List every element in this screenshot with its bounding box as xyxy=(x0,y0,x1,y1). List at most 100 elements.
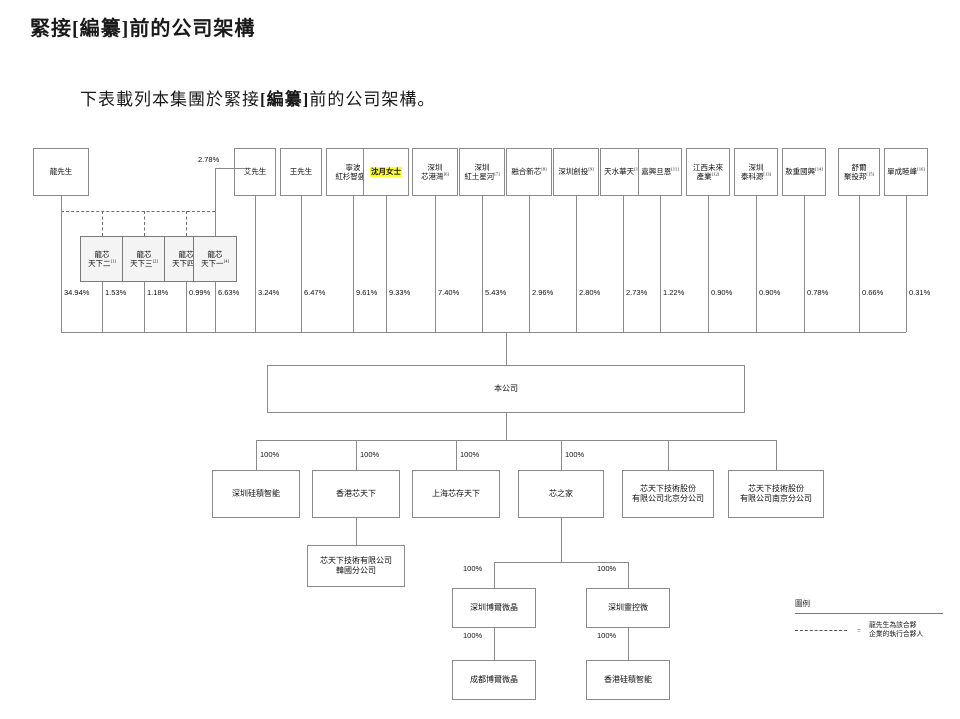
entity-label: 深圳創投[9] xyxy=(558,166,594,177)
percentage-u1: 100% xyxy=(463,631,483,640)
footnote-marker: [1] xyxy=(110,258,116,264)
entity-label: 天水華天[10] xyxy=(604,167,642,176)
footnote-marker: [11] xyxy=(671,166,679,172)
percentage-sh16: 0.31% xyxy=(909,288,931,297)
connector-sub-drop-3 xyxy=(561,440,562,470)
percentage-sh6: 7.40% xyxy=(438,288,460,297)
connector-ai-elbow-v xyxy=(215,168,216,236)
footnote-marker: [14] xyxy=(815,166,823,172)
subsidiary-box-t2[interactable]: 深圳靈控微 xyxy=(586,588,670,628)
percentage-sh2: 3.24% xyxy=(258,288,280,297)
percentage-sh11: 1.22% xyxy=(663,288,685,297)
shareholder-box-sh13[interactable]: 深圳泰科源[13] xyxy=(734,148,778,196)
shareholder-box-sh9[interactable]: 深圳創投[9] xyxy=(553,148,599,196)
entity-label: 單成睦峰[16] xyxy=(887,166,925,177)
subsidiary-box-s2[interactable]: 香港芯天下 xyxy=(312,470,400,518)
page-title: 緊接[編纂]前的公司架構 xyxy=(30,18,256,40)
connector-hk-to-korea xyxy=(356,518,357,545)
connector-shareholder-down-8 xyxy=(576,196,577,332)
branch-box-b1[interactable]: 芯天下技術有限公司韓國分公司 xyxy=(307,545,405,587)
footnote-marker: [12] xyxy=(711,171,720,177)
shareholder-box-sh3[interactable]: 王先生 xyxy=(280,148,322,196)
subsidiary-box-s4[interactable]: 芯之家 xyxy=(518,470,604,518)
subsidiary-box-s6[interactable]: 芯天下技術股份有限公司南京分公司 xyxy=(728,470,824,518)
connector-shareholder-down-1 xyxy=(255,196,256,332)
entity-label: 深圳芯港灣[6] xyxy=(421,162,449,181)
partnership-box-p2[interactable]: 龍芯天下二[1] xyxy=(80,236,124,282)
connector-sub-drop-1 xyxy=(356,440,357,470)
footnote-marker: [8] xyxy=(541,166,547,172)
percentage-s1: 100% xyxy=(260,450,280,459)
connector-shareholder-down-2 xyxy=(301,196,302,332)
legend-description: 龍先生為該合夥企業的執行合夥人 xyxy=(868,622,924,638)
subsidiary-box-u1[interactable]: 成都博爾微晶 xyxy=(452,660,536,700)
percentage-u2: 100% xyxy=(597,631,617,640)
connector-ai-elbow-top xyxy=(234,168,245,169)
percentage-sh12: 0.90% xyxy=(711,288,733,297)
footnote-marker: [7] xyxy=(494,171,500,177)
legend-equals: = xyxy=(857,626,861,635)
entity-label: 融合新芯[8] xyxy=(511,166,547,177)
entity-label: 本公司 xyxy=(494,384,518,393)
shareholder-box-sh7[interactable]: 深圳紅土星河[7] xyxy=(459,148,505,196)
percentage-p2: 1.53% xyxy=(105,288,127,297)
legend-divider xyxy=(795,613,943,614)
percentage-s2: 100% xyxy=(360,450,380,459)
subsidiary-box-s5[interactable]: 芯天下技術股份有限公司北京分公司 xyxy=(622,470,714,518)
shareholder-box-sh14[interactable]: 敖重國興[14] xyxy=(782,148,826,196)
entity-label: 成都博爾微晶 xyxy=(470,675,518,684)
shareholder-box-sh8[interactable]: 融合新芯[8] xyxy=(506,148,552,196)
subsidiary-box-s3[interactable]: 上海芯存天下 xyxy=(412,470,500,518)
legend-row: = 龍先生為該合夥企業的執行合夥人 xyxy=(795,622,945,640)
footnote-marker: [15] xyxy=(866,171,875,177)
connector-subsidiary-bus xyxy=(256,440,776,441)
shareholder-box-sh6[interactable]: 深圳芯港灣[6] xyxy=(412,148,458,196)
shareholder-box-sh16[interactable]: 單成睦峰[16] xyxy=(884,148,928,196)
percentage-sh8: 2.96% xyxy=(532,288,554,297)
shareholder-box-sh5[interactable]: 沈月女士 xyxy=(363,148,409,196)
entity-label: 龍芯天下三[2] xyxy=(130,249,158,268)
percentage-sh9: 2.80% xyxy=(579,288,601,297)
shareholder-box-sh1[interactable]: 龍先生 xyxy=(33,148,89,196)
percentage-sh13: 0.90% xyxy=(759,288,781,297)
footnote-marker: [4] xyxy=(223,258,229,264)
dashed-line-icon xyxy=(795,630,847,632)
partnership-box-p1[interactable]: 龍芯天下一[4] xyxy=(193,236,237,282)
percentage-s4: 100% xyxy=(565,450,585,459)
entity-label: 上海芯存天下 xyxy=(432,489,480,498)
connector-sub-drop-5 xyxy=(776,440,777,470)
subsidiary-box-s1[interactable]: 深圳硅積智能 xyxy=(212,470,300,518)
connector-partnership-down-0 xyxy=(102,282,103,332)
connector-l2-drop-0 xyxy=(494,562,495,588)
partnership-box-p3[interactable]: 龍芯天下三[2] xyxy=(122,236,166,282)
entity-label: 深圳博爾微晶 xyxy=(470,603,518,612)
subtitle-text-tail: 前的公司架構。 xyxy=(309,90,436,109)
legend-title: 圖例 xyxy=(795,599,810,608)
shareholder-box-sh15[interactable]: 舒爾聚投邦[15] xyxy=(838,148,880,196)
connector-shareholder-down-7 xyxy=(529,196,530,332)
connector-shareholder-down-3 xyxy=(353,196,354,332)
connector-dashed-bus xyxy=(61,211,215,212)
connector-shareholder-down-15 xyxy=(906,196,907,332)
connector-shareholder-down-12 xyxy=(756,196,757,332)
connector-shareholder-down-13 xyxy=(804,196,805,332)
shareholder-box-sh11[interactable]: 嘉興旦恩[11] xyxy=(638,148,682,196)
entity-label: 嘉興旦恩[11] xyxy=(641,166,679,177)
connector-dashed-drop-1 xyxy=(144,211,145,236)
entity-label: 敖重國興[14] xyxy=(785,166,823,177)
shareholder-box-sh2[interactable]: 艾先生 xyxy=(234,148,276,196)
legend: 圖例 = 龍先生為該合夥企業的執行合夥人 xyxy=(795,598,945,640)
footnote-marker: [13] xyxy=(763,171,772,177)
connector-level2-bus xyxy=(494,562,628,563)
connector-sub-drop-0 xyxy=(256,440,257,470)
entity-label: 芯之家 xyxy=(549,489,573,498)
subsidiary-box-t1[interactable]: 深圳博爾微晶 xyxy=(452,588,536,628)
company-box[interactable]: 本公司 xyxy=(267,365,745,413)
entity-label: 舒爾聚投邦[15] xyxy=(843,162,875,181)
connector-longsir-main xyxy=(61,211,62,332)
percentage-sh3: 6.47% xyxy=(304,288,326,297)
subsidiary-box-u2[interactable]: 香港硅積智能 xyxy=(586,660,670,700)
percentage-p1: 6.63% xyxy=(218,288,240,297)
shareholder-box-sh12[interactable]: 江西未來產業[12] xyxy=(686,148,730,196)
entity-label: 深圳紅土星河[7] xyxy=(464,162,500,181)
